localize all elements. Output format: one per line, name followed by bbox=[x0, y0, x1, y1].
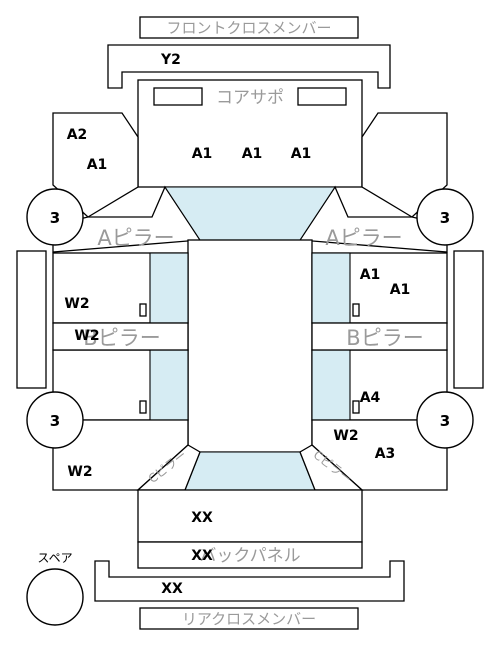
rear-cross-member-label: リアクロスメンバー bbox=[182, 610, 316, 628]
damage-xx-back-panel: XX bbox=[191, 548, 213, 564]
rear-bumper bbox=[94, 560, 405, 602]
left-rear-handle bbox=[139, 400, 147, 414]
damage-a3-right-rear: A3 bbox=[375, 446, 396, 462]
front-left-wheel-value: 3 bbox=[50, 209, 60, 227]
right-rear-window bbox=[311, 349, 351, 421]
front-right-wheel-value: 3 bbox=[440, 209, 450, 227]
front-cross-member bbox=[139, 16, 359, 39]
rear-left-wheel bbox=[26, 391, 84, 449]
damage-w2-right-rear: W2 bbox=[333, 428, 358, 444]
b-pillar-left-label: Bピラー bbox=[83, 326, 160, 350]
damage-w2-left-front-door: W2 bbox=[64, 296, 89, 312]
front-right-wheel bbox=[416, 188, 474, 246]
core-support-right-box bbox=[297, 87, 347, 106]
rear-window bbox=[184, 451, 316, 491]
damage-w2-left-b-pillar: W2 bbox=[74, 328, 99, 344]
damage-y2: Y2 bbox=[160, 52, 181, 68]
damage-a1-hood-3: A1 bbox=[291, 146, 312, 162]
core-support-left-box bbox=[153, 87, 203, 106]
a-pillar-right-label: Aピラー bbox=[325, 226, 402, 250]
trunk bbox=[137, 489, 363, 543]
left-front-handle bbox=[139, 303, 147, 317]
damage-a2-front-left: A2 bbox=[67, 127, 88, 143]
damage-xx-trunk: XX bbox=[191, 510, 213, 526]
front-bumper bbox=[107, 44, 391, 89]
front-left-wheel bbox=[26, 188, 84, 246]
b-pillar-left bbox=[52, 322, 189, 351]
front-left-fender bbox=[52, 112, 139, 218]
front-cross-member-label: フロントクロスメンバー bbox=[166, 19, 331, 37]
damage-a4-right-rear-door: A4 bbox=[360, 390, 381, 406]
damage-xx-rear-bumper: XX bbox=[161, 581, 183, 597]
back-panel bbox=[137, 541, 363, 569]
left-rear-window bbox=[149, 349, 189, 421]
damage-a1-hood-1: A1 bbox=[192, 146, 213, 162]
b-pillar-right-label: Bピラー bbox=[346, 326, 423, 350]
back-panel-label: バックパネル bbox=[199, 546, 300, 566]
rear-cross-member bbox=[139, 607, 359, 630]
b-pillar-right bbox=[311, 322, 448, 351]
right-side-sill bbox=[453, 250, 484, 389]
rear-right-wheel-value: 3 bbox=[440, 412, 450, 430]
spare-tire bbox=[26, 568, 84, 626]
damage-a1-right-door-2: A1 bbox=[390, 282, 411, 298]
roof bbox=[187, 239, 313, 453]
left-side-sill bbox=[16, 250, 47, 389]
a-pillar-left-label: Aピラー bbox=[97, 226, 174, 250]
front-right-fender bbox=[361, 112, 448, 218]
right-rear-handle bbox=[352, 400, 360, 414]
core-support-label: コアサポ bbox=[216, 88, 284, 108]
rear-left-wheel-value: 3 bbox=[50, 412, 60, 430]
right-front-handle bbox=[352, 303, 360, 317]
damage-a1-right-door-1: A1 bbox=[360, 267, 381, 283]
damage-a1-front-left: A1 bbox=[87, 157, 108, 173]
right-front-window bbox=[311, 252, 351, 324]
rear-right-wheel bbox=[416, 391, 474, 449]
damage-a1-hood-2: A1 bbox=[242, 146, 263, 162]
spare-label: スペア bbox=[37, 551, 72, 565]
left-front-window bbox=[149, 252, 189, 324]
damage-w2-left-rear: W2 bbox=[67, 464, 92, 480]
